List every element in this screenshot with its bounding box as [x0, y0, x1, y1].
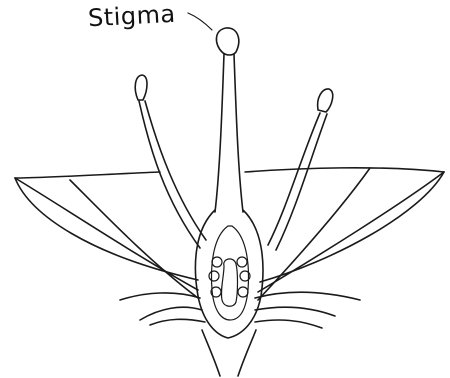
stigma-leader-line	[188, 13, 212, 30]
ovules	[209, 257, 250, 306]
style	[215, 54, 243, 212]
stigma	[216, 28, 238, 55]
stem	[202, 330, 256, 376]
left-petals	[15, 172, 205, 325]
ovary	[195, 210, 263, 338]
left-stamen	[135, 75, 206, 248]
right-petals	[245, 168, 444, 328]
